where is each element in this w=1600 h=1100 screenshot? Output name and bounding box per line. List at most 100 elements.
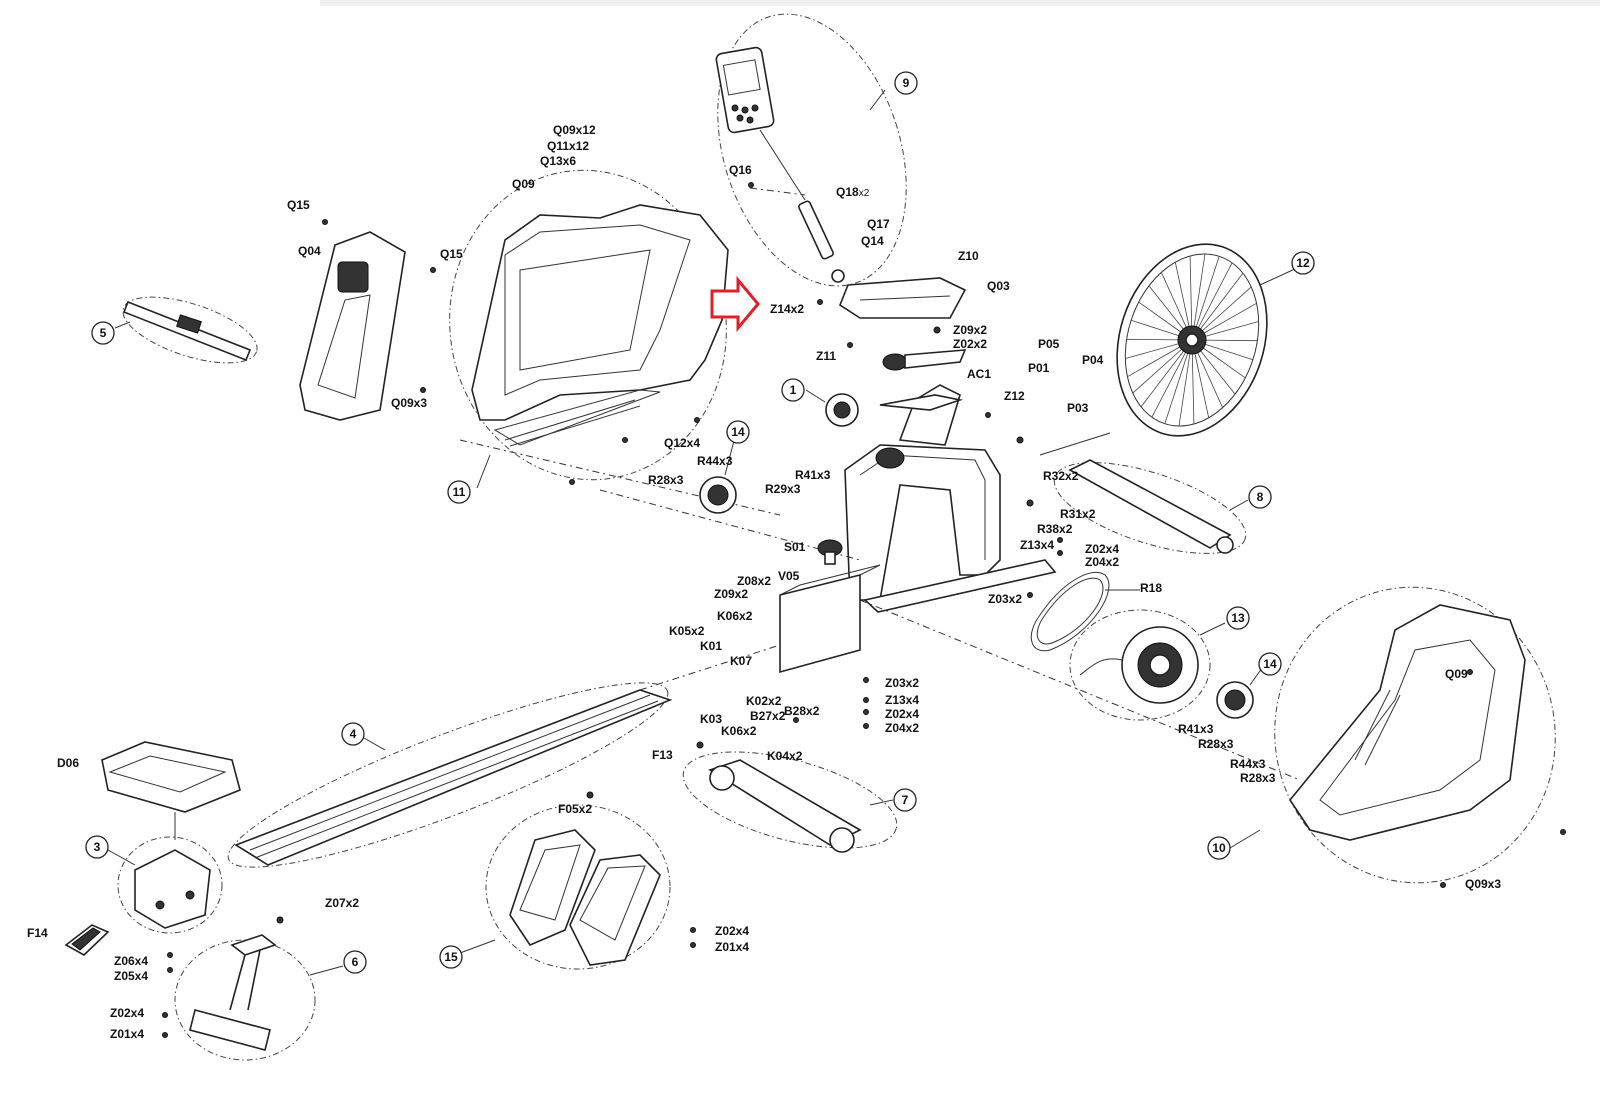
wheel-spoke: [1164, 339, 1193, 424]
label-z02x4-left: Z02x4: [110, 1006, 144, 1020]
label-d06: D06: [57, 756, 79, 770]
svg-text:6: 6: [352, 955, 359, 969]
main-frame: [459, 384, 1301, 781]
label-q09-right: Q09: [1445, 667, 1468, 681]
svg-text:10: 10: [1212, 841, 1226, 855]
callout-15: 15: [439, 945, 463, 969]
label-r41x3-left: R41x3: [795, 468, 831, 482]
callout-3: 3: [85, 835, 109, 859]
svg-text:14: 14: [1263, 657, 1277, 671]
svg-text:12: 12: [1296, 256, 1310, 270]
callout-6: 6: [343, 950, 367, 974]
label-q18x2: Q18x2: [836, 185, 870, 199]
label-z09x2-mid: Z09x2: [714, 587, 748, 601]
wheel-spoke: [1191, 256, 1220, 341]
label-p04: P04: [1082, 353, 1104, 367]
tension-knob: [817, 539, 843, 565]
label-q15-right: Q15: [440, 247, 463, 261]
label-k01: K01: [700, 639, 722, 653]
label-z01x4-bot: Z01x4: [715, 940, 749, 954]
seat: [101, 741, 241, 840]
right-side-cover: [1274, 586, 1556, 884]
callout-1: 1: [781, 378, 805, 402]
magnetic-brake: [1069, 609, 1211, 721]
callout-11: 11: [447, 480, 471, 504]
label-f05x2: F05x2: [558, 802, 592, 816]
leader-lines: [107, 89, 1298, 976]
label-k07: K07: [730, 654, 752, 668]
callout-8: 8: [1248, 485, 1272, 509]
footrests: [485, 804, 671, 970]
label-q12x4: Q12x4: [664, 436, 700, 450]
label-q04: Q04: [298, 244, 321, 258]
label-k04x2: K04x2: [767, 749, 803, 763]
label-z09x2-top: Z09x2: [953, 323, 987, 337]
label-z06x4: Z06x4: [114, 954, 148, 968]
label-v05: V05: [778, 569, 800, 583]
pulley-right: [1216, 681, 1254, 719]
label-r41x3-right: R41x3: [1178, 722, 1214, 736]
rear-foot-bar: [1053, 459, 1247, 554]
label-z02x4-mid: Z02x4: [885, 707, 919, 721]
svg-text:8: 8: [1257, 490, 1264, 504]
label-q09x12: Q09x12: [553, 123, 596, 137]
label-z13x4-mid: Z13x4: [885, 693, 919, 707]
label-k05x2: K05x2: [669, 624, 705, 638]
label-r38x2: R38x2: [1037, 522, 1073, 536]
rail: [227, 644, 781, 868]
label-z07x2: Z07x2: [325, 896, 359, 910]
label-p03: P03: [1067, 401, 1089, 415]
idler-wheel: [825, 393, 859, 427]
drive-belt: [1030, 571, 1110, 652]
label-k06x2-top: K06x2: [717, 609, 753, 623]
svg-text:4: 4: [350, 727, 357, 741]
label-f14: F14: [27, 926, 48, 940]
callout-14-left: 14: [726, 420, 750, 444]
phone-holder: [64, 924, 110, 956]
label-q09-top: Q09: [512, 177, 535, 191]
label-z05x4: Z05x4: [114, 969, 148, 983]
label-z08x2: Z08x2: [737, 574, 771, 588]
label-f13: F13: [652, 748, 673, 762]
label-z02x4-right: Z02x4: [1085, 542, 1119, 556]
handle-housing: [299, 231, 406, 421]
svg-text:11: 11: [453, 485, 466, 499]
label-b28x2: B28x2: [784, 704, 820, 718]
callout-10: 10: [1207, 836, 1231, 860]
svg-text:13: 13: [1231, 611, 1245, 625]
svg-text:1: 1: [790, 383, 797, 397]
label-z02x2-top: Z02x2: [953, 337, 987, 351]
right-arrow-icon: [710, 275, 760, 333]
callout-5: 5: [91, 321, 115, 345]
pulley-left: [699, 476, 737, 514]
label-q03: Q03: [987, 279, 1010, 293]
label-z11: Z11: [816, 349, 836, 363]
label-r28x3-left: R28x3: [648, 473, 684, 487]
label-s01: S01: [784, 540, 806, 554]
label-q16: Q16: [729, 163, 752, 177]
label-z04x2-mid: Z04x2: [885, 721, 919, 735]
label-r44x3-left: R44x3: [697, 454, 733, 468]
label-ac1: AC1: [967, 367, 991, 381]
label-z03x2-right: Z03x2: [988, 592, 1022, 606]
front-stabilizer: [682, 751, 898, 853]
label-z03x2-mid: Z03x2: [885, 676, 919, 690]
label-z12: Z12: [1004, 389, 1025, 403]
label-r31x2: R31x2: [1060, 507, 1096, 521]
label-k06x2-bot: K06x2: [721, 724, 757, 738]
label-z14x2: Z14x2: [770, 302, 804, 316]
label-r44x3-right: R44x3: [1230, 757, 1266, 771]
label-r28x3-right: R28x3: [1240, 771, 1276, 785]
label-r29x3: R29x3: [765, 482, 801, 496]
label-q11x12: Q11x12: [547, 139, 589, 153]
label-r18: R18: [1140, 581, 1162, 595]
label-r28x3-mid: R28x3: [1198, 737, 1234, 751]
label-q09x3-left: Q09x3: [391, 396, 427, 410]
rear-stabilizer: [174, 934, 316, 1061]
svg-text:7: 7: [902, 793, 909, 807]
label-z04x2-right: Z04x2: [1085, 555, 1119, 569]
label-q17: Q17: [867, 217, 890, 231]
label-b27x2: B27x2: [750, 709, 786, 723]
top-strip: [320, 0, 1600, 6]
handle-bar: [122, 296, 258, 364]
